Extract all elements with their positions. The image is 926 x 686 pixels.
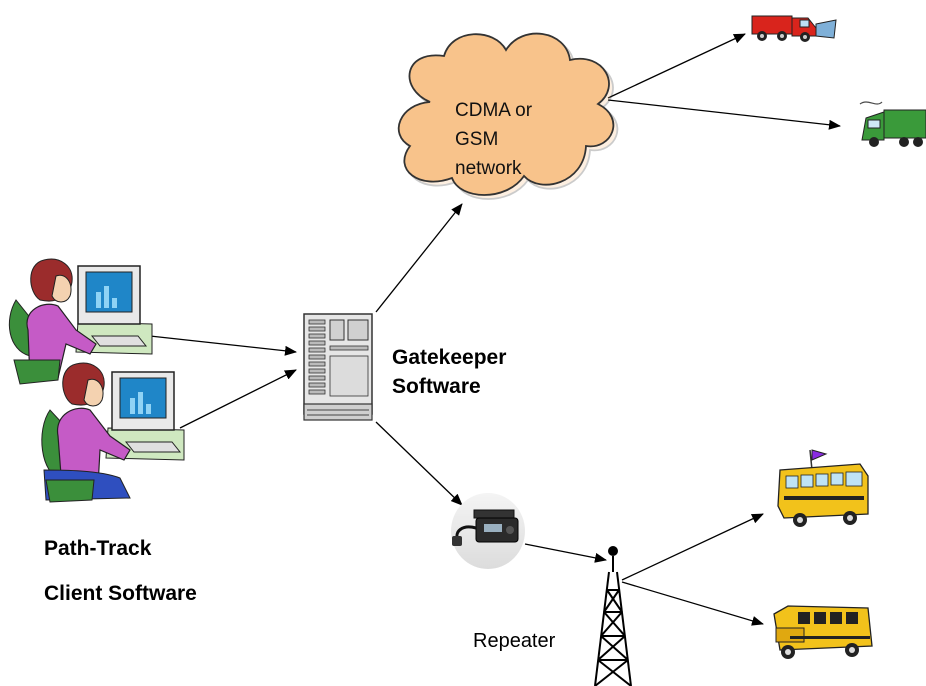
green-truck-icon (859, 101, 926, 147)
arrow-cloud-to-red-truck (607, 33, 746, 99)
arrow-server-to-cloud (375, 203, 463, 313)
client-label-line2: Client Software (44, 582, 197, 605)
radio-icon (451, 493, 525, 569)
repeater-tower-icon (594, 546, 632, 686)
red-truck-icon (751, 15, 837, 42)
arrow-server-to-radio (375, 421, 463, 506)
server-label-line1: Gatekeeper (392, 346, 507, 369)
school-bus-icon (777, 449, 869, 527)
arrow-cloud-to-green-truck (607, 99, 841, 130)
arrow-client1-to-server (149, 335, 297, 356)
arrow-tower-to-bus1 (621, 513, 764, 581)
school-bus-icon (773, 605, 873, 659)
cloud-label-line2: GSM (455, 129, 499, 150)
arrow-tower-to-bus2 (621, 581, 764, 626)
server-icon (303, 313, 373, 421)
cloud-label-line3: network (455, 158, 522, 179)
person-at-computer-icon (41, 362, 185, 503)
cloud-network-icon (397, 32, 619, 200)
server-label-line2: Software (392, 375, 481, 398)
arrow-client2-to-server (179, 369, 297, 429)
person-at-computer-icon (8, 258, 153, 385)
arrow-radio-to-tower (524, 543, 607, 563)
connection-arrows (149, 33, 841, 626)
cloud-network-label: CDMA or GSM network (455, 96, 595, 183)
cloud-label-line1: CDMA or (455, 100, 533, 121)
repeater-label: Repeater (473, 630, 556, 652)
client-label-line1: Path-Track (44, 537, 152, 560)
